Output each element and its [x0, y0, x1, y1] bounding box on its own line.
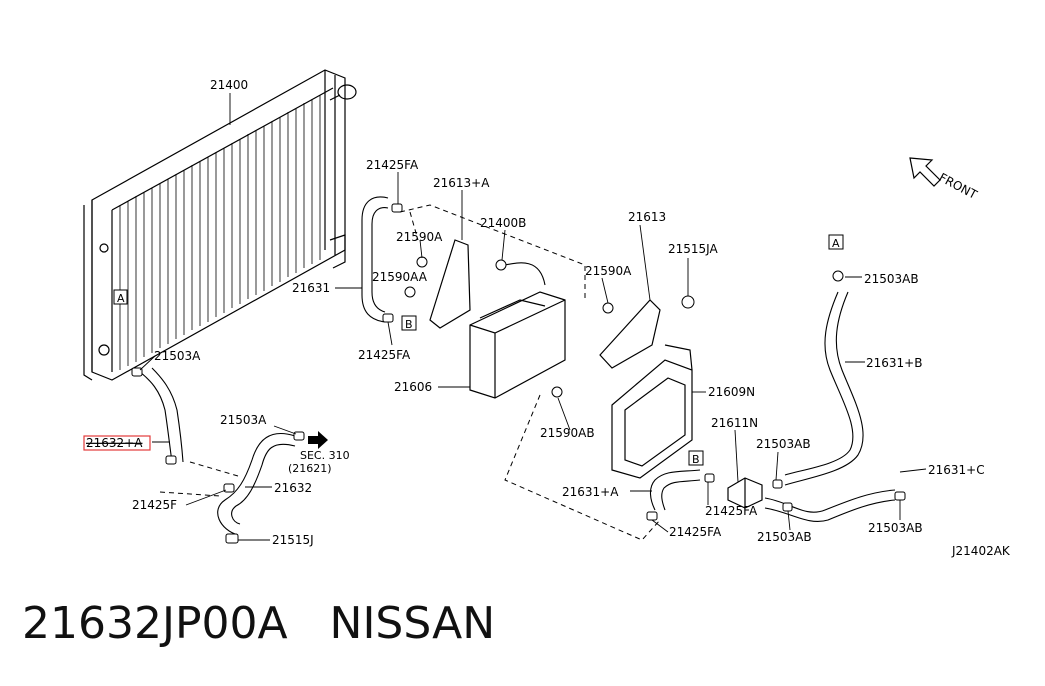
clamps-bolts [131, 203, 906, 544]
label-21425fa-top: 21425FA [366, 158, 419, 172]
label-21425fa-mid: 21425FA [358, 348, 411, 362]
label-21632: 21632 [274, 481, 312, 495]
label-21606: 21606 [394, 380, 432, 394]
label-21631b: 21631+B [866, 356, 922, 370]
label-21503a-mid: 21503A [220, 413, 267, 427]
label-21503ab-mid: 21503AB [756, 437, 811, 451]
label-21515j: 21515J [272, 533, 314, 547]
diagram-code: J21402AK [951, 544, 1011, 558]
label-21503ab-right-top: 21503AB [864, 272, 919, 286]
callout-b-mid-text: B [405, 318, 413, 331]
label-21632a: 21632+A [86, 436, 143, 450]
callout-a-left: A [113, 289, 128, 305]
bracket-21613a [429, 239, 471, 329]
label-21631: 21631 [292, 281, 330, 295]
label-21425fa-low1: 21425FA [705, 504, 758, 518]
label-21515ja: 21515JA [668, 242, 719, 256]
label-21631c: 21631+C [928, 463, 985, 477]
label-21609n: 21609N [708, 385, 755, 399]
page-title: 21632JP00A NISSAN [22, 598, 496, 649]
label-21613: 21613 [628, 210, 666, 224]
callout-b-low-text: B [692, 453, 700, 466]
label-21503a-left: 21503A [154, 349, 201, 363]
label-21425f: 21425F [132, 498, 177, 512]
callout-a-left-text: A [117, 292, 125, 305]
front-arrow: FRONT [909, 157, 980, 202]
valve-21611n [727, 477, 763, 509]
label-21425fa-low2: 21425FA [669, 525, 722, 539]
hoses [139, 196, 896, 536]
callout-a-right-text: A [832, 237, 840, 250]
sec-ref-line2: (21621) [288, 462, 332, 475]
label-21611n: 21611N [711, 416, 758, 430]
label-21400b: 21400B [480, 216, 526, 230]
callout-b-mid: B [401, 315, 417, 331]
bracket-21613 [599, 299, 661, 369]
label-21503ab-right-low: 21503AB [868, 521, 923, 535]
label-21400: 21400 [210, 78, 248, 92]
label-21590a-left: 21590A [396, 230, 443, 244]
oil-cooler-21606 [469, 291, 566, 399]
callout-a-right: A [828, 234, 844, 250]
sec-ref: SEC. 310 (21621) [288, 431, 350, 475]
label-21590ab: 21590AB [540, 426, 595, 440]
highlight-box-21632a [83, 435, 151, 451]
label-21613a: 21613+A [433, 176, 490, 190]
front-label: FRONT [937, 170, 980, 202]
dashed-guides [159, 204, 661, 541]
sec-ref-line1: SEC. 310 [300, 449, 350, 462]
shroud-21609n [611, 344, 693, 479]
callout-b-low: B [688, 450, 704, 466]
part-labels: 21400 21425FA 21613+A 21400B 21613 21590… [83, 78, 1011, 558]
radiator-21400 [83, 69, 357, 381]
label-21503ab-low: 21503AB [757, 530, 812, 544]
label-21631a: 21631+A [562, 485, 619, 499]
label-21590a-right: 21590A [585, 264, 632, 278]
leader-lines [139, 93, 927, 541]
label-21590aa: 21590AA [372, 270, 428, 284]
